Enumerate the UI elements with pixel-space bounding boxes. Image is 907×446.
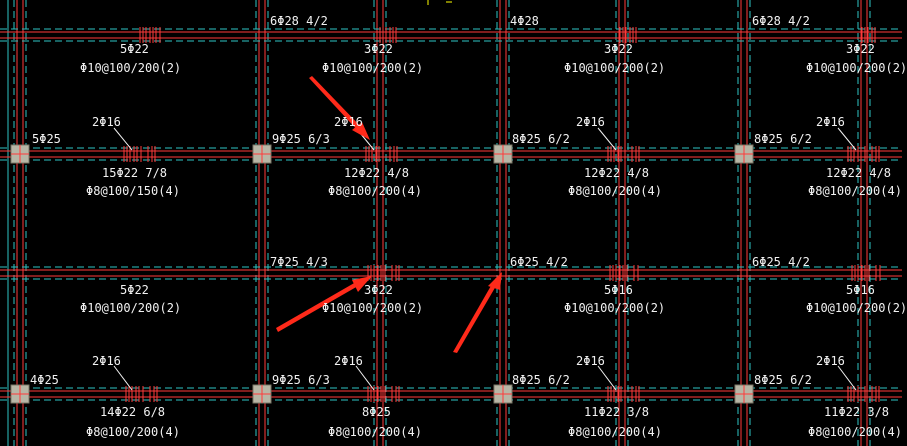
arrow-up <box>453 272 502 353</box>
vertical-beam-rebar <box>16 0 868 446</box>
r4-b3-stirrup: Φ8@100/200(4) <box>568 425 662 439</box>
r4-b3-bottom-rebar: 11Φ22 3/8 <box>584 405 650 419</box>
r4-b1-side-bars: 2Φ16 <box>92 354 121 368</box>
r2-b3-top-rebar: 8Φ25 6/2 <box>512 132 570 146</box>
r3-b3-top-rebar: 6Φ25 4/2 <box>510 255 568 269</box>
r1-b4-stirrup: Φ10@100/200(2) <box>806 61 907 75</box>
r1-b4-bottom-rebar: 3Φ22 <box>846 42 875 56</box>
r2-b3-bottom-rebar: 12Φ22 4/8 <box>584 166 650 180</box>
r3-b1-bottom-rebar: 5Φ22 <box>120 283 149 297</box>
r3-b4-top-rebar: 6Φ25 4/2 <box>752 255 810 269</box>
r1-b1-stirrup: Φ10@100/200(2) <box>80 61 182 75</box>
r3-b2-top-rebar: 7Φ25 4/3 <box>270 255 328 269</box>
r2-b4-top-rebar: 8Φ25 6/2 <box>754 132 812 146</box>
horizontal-beam-rebar <box>0 31 902 398</box>
r1-b3-stirrup: Φ10@100/200(2) <box>564 61 666 75</box>
r3-b2-bottom-rebar: 3Φ22 <box>364 283 393 297</box>
r1-b2-stirrup: Φ10@100/200(2) <box>322 61 424 75</box>
r4-b2-side-bars: 2Φ16 <box>334 354 363 368</box>
r3-b3-bottom-rebar: 5Φ16 <box>604 283 633 297</box>
horizontal-grid-lines <box>0 28 902 401</box>
r2-b3-stirrup: Φ8@100/200(4) <box>568 184 662 198</box>
r4-b2-top-rebar: 9Φ25 6/3 <box>272 373 330 387</box>
r1-b2-top-rebar: 6Φ28 4/2 <box>270 14 328 28</box>
annotation-arrows <box>276 76 502 353</box>
r1-b2-bottom-rebar: 3Φ22 <box>364 42 393 56</box>
r3-b2-stirrup: Φ10@100/200(2) <box>322 301 424 315</box>
r2-b2-side-bars: 2Φ16 <box>334 115 363 129</box>
r4-b1-stirrup: Φ8@100/200(4) <box>86 425 180 439</box>
r4-b3-top-rebar: 8Φ25 6/2 <box>512 373 570 387</box>
r2-b2-top-rebar: 9Φ25 6/3 <box>272 132 330 146</box>
r2-b4-stirrup: Φ8@100/200(4) <box>808 184 902 198</box>
r4-b4-top-rebar: 8Φ25 6/2 <box>754 373 812 387</box>
r2-b2-stirrup: Φ8@100/200(4) <box>328 184 422 198</box>
r1-b4-top-rebar: 6Φ28 4/2 <box>752 14 810 28</box>
r4-b3-side-bars: 2Φ16 <box>576 354 605 368</box>
r2-b3-side-bars: 2Φ16 <box>576 115 605 129</box>
leader-lines <box>113 127 857 391</box>
r4-b2-stirrup: Φ8@100/200(4) <box>328 425 422 439</box>
r3-b4-stirrup: Φ10@100/200(2) <box>806 301 907 315</box>
r2-b1-bottom-rebar: 15Φ22 7/8 <box>102 166 168 180</box>
r2-b4-bottom-rebar: 12Φ22 4/8 <box>826 166 892 180</box>
r2-b1-side-bars: 2Φ16 <box>92 115 121 129</box>
r1-b1-bottom-rebar: 5Φ22 <box>120 42 149 56</box>
r3-b4-bottom-rebar: 5Φ16 <box>846 283 875 297</box>
r2-b1-top-rebar: 5Φ25 <box>32 132 61 146</box>
r4-b4-bottom-rebar: 11Φ22 3/8 <box>824 405 890 419</box>
r1-b3-top-rebar: 4Φ28 <box>510 14 539 28</box>
r4-b1-bottom-rebar: 14Φ22 6/8 <box>100 405 166 419</box>
r4-b1-top-rebar: 4Φ25 <box>30 373 59 387</box>
arrow-right-up <box>276 276 372 332</box>
r3-b3-stirrup: Φ10@100/200(2) <box>564 301 666 315</box>
r1-b3-bottom-rebar: 3Φ22 <box>604 42 633 56</box>
r2-b2-bottom-rebar: 12Φ22 4/8 <box>344 166 410 180</box>
splice-ticks <box>123 27 881 402</box>
vertical-grid-lines <box>13 0 871 446</box>
r3-b1-stirrup: Φ10@100/200(2) <box>80 301 182 315</box>
r2-b4-side-bars: 2Φ16 <box>816 115 845 129</box>
r2-b1-stirrup: Φ8@100/150(4) <box>86 184 180 198</box>
r4-b4-stirrup: Φ8@100/200(4) <box>808 425 902 439</box>
arrow-down-right <box>309 76 370 140</box>
r4-b2-bottom-rebar: 8Φ25 <box>362 405 391 419</box>
r4-b4-side-bars: 2Φ16 <box>816 354 845 368</box>
